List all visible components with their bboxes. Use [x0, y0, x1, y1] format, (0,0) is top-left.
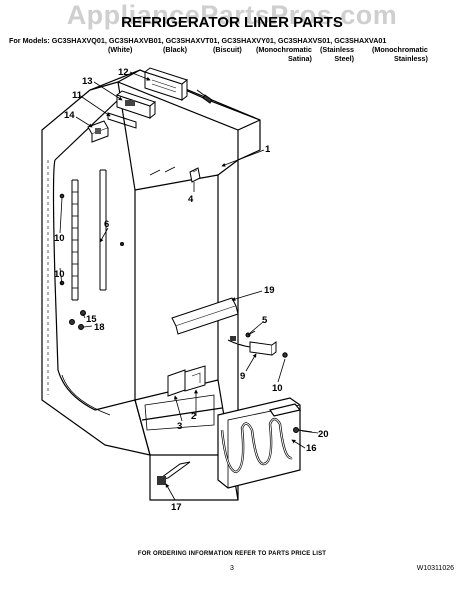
gasket-11: [107, 112, 137, 129]
callout-15: 15: [86, 314, 97, 325]
variant-label: (Biscuit): [213, 45, 242, 54]
evaporator-coil-part-16: [217, 397, 302, 489]
screw-icon: [196, 89, 213, 104]
callout-11: 11: [72, 90, 83, 101]
variant-label: (Black): [163, 45, 187, 54]
callout-10a: 10: [54, 233, 65, 244]
model-variants: (White) (Black) (Biscuit) (Monochromatic…: [0, 45, 464, 65]
callout-20: 20: [318, 429, 329, 440]
callout-14: 14: [64, 110, 75, 121]
bracket-part-3: [167, 369, 186, 397]
drain-tube-part-17: [157, 461, 191, 485]
document-number: W10311026: [416, 565, 454, 572]
variant-label: (White): [108, 45, 133, 54]
callout-3: 3: [177, 421, 182, 432]
model-number: GC3SHAXVB01,: [108, 36, 164, 45]
callout-1: 1: [265, 144, 271, 155]
model-number: GC3SHAXVS01,: [277, 36, 333, 45]
clip-part-4: [189, 167, 201, 183]
callout-6: 6: [104, 219, 109, 230]
callout-9: 9: [240, 371, 245, 382]
watermark: AppliancePartsPros.com: [66, 0, 398, 30]
callout-17: 17: [171, 502, 182, 513]
model-list: For Models: GC3SHAXVQ01, GC3SHAXVB01, GC…: [9, 36, 459, 45]
model-number: GC3SHAXVA01: [334, 36, 387, 45]
callout-19: 19: [264, 285, 275, 296]
callout-4: 4: [188, 194, 194, 205]
callout-10b: 10: [54, 269, 65, 280]
model-number: GC3SHAXVQ01,: [51, 36, 107, 45]
callout-16: 16: [306, 443, 317, 454]
callout-10c: 10: [272, 383, 283, 394]
callout-18: 18: [94, 322, 105, 333]
ordering-note: FOR ORDERING INFORMATION REFER TO PARTS …: [137, 551, 327, 557]
model-number: GC3SHAXVT01,: [165, 36, 220, 45]
models-prefix: For Models:: [9, 36, 50, 45]
control-housing-12: [143, 67, 189, 102]
screw-icon: [245, 330, 288, 358]
channel-part-19: [171, 297, 239, 335]
ladder-teeth: [72, 191, 78, 289]
screw-icon: [59, 193, 124, 330]
control-housing-13: [115, 90, 157, 120]
callout-2: 2: [191, 411, 196, 422]
bracket-part-2: [184, 365, 206, 392]
callout-12: 12: [118, 67, 129, 78]
page-number: 3: [230, 565, 234, 572]
callout-13: 13: [82, 76, 93, 87]
callout-5: 5: [262, 315, 268, 326]
variant-label: (Stainless Steel): [320, 45, 354, 63]
model-number: GC3SHAXVY01,: [221, 36, 276, 45]
variant-label: (Monochromatic Stainless): [372, 45, 428, 63]
variant-label: (Monochromatic Satina): [256, 45, 312, 63]
sensor-part-9: [227, 336, 277, 356]
leader-lines: [59, 71, 319, 501]
page-title: REFRIGERATOR LINER PARTS: [121, 14, 343, 31]
bracket-14: [87, 120, 109, 143]
shelf-ladder: [71, 169, 107, 301]
